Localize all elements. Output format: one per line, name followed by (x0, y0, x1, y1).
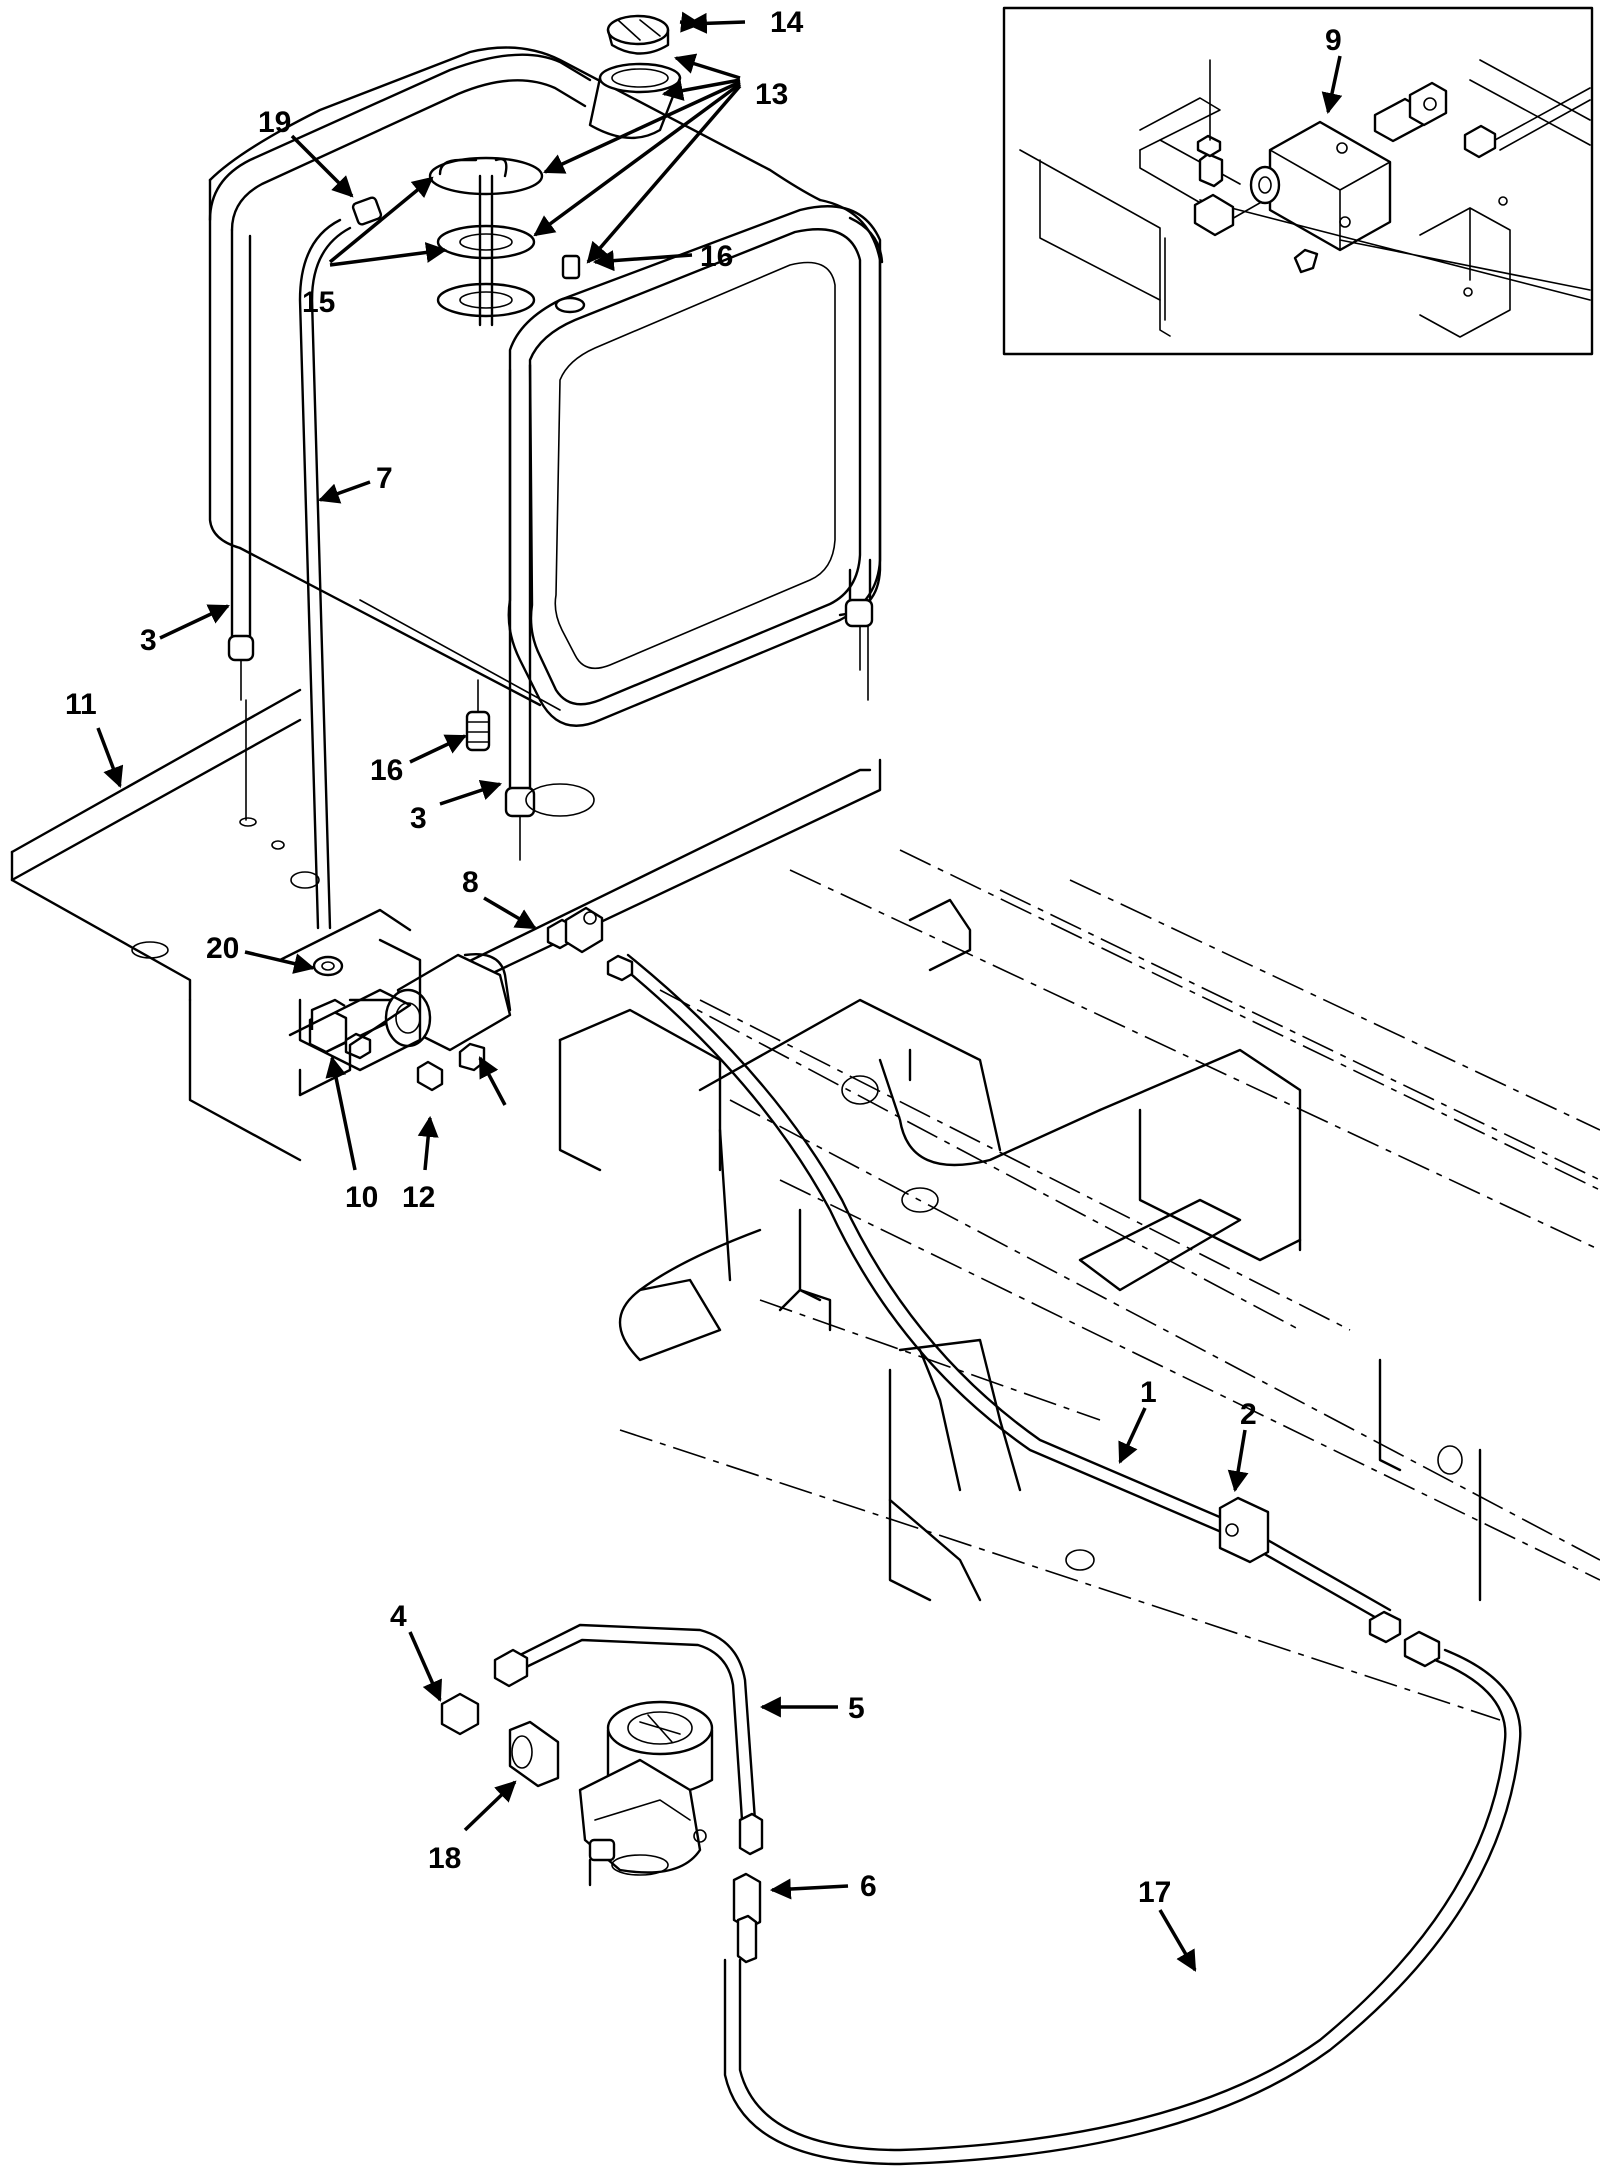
callout-13: 13 (755, 78, 788, 111)
callout-labels: 14 13 19 16 15 7 3 11 16 3 8 20 10 12 1 … (65, 6, 1257, 1909)
frame-crossmember (558, 898, 1482, 1602)
fuel-hose-17 (723, 1648, 1522, 2166)
fuel-line-7 (298, 196, 383, 930)
callout-7: 7 (376, 462, 393, 495)
callout-3-upper: 3 (140, 624, 157, 657)
line-1-fittings (1368, 1610, 1441, 1668)
fitting-6 (732, 1872, 762, 1964)
tank-clamp-16 (465, 679, 491, 752)
callout-19: 18 (428, 1842, 461, 1875)
callout-15: 15 (302, 286, 335, 319)
callout-12: 12 (402, 1181, 435, 1214)
fuel-sender-unit (428, 156, 544, 327)
callout-9-arrow (1321, 55, 1343, 115)
callout-9: 9 (1325, 24, 1342, 57)
callout-4: 4 (390, 1600, 407, 1633)
mounting-plate (10, 624, 882, 1162)
frame-rails-phantom (619, 849, 1600, 1721)
fill-neck-and-cap (588, 14, 682, 140)
callout-16-lower: 16 (370, 754, 403, 787)
callout-1: 1 (1140, 1376, 1157, 1409)
inset-detail-view: 9 (1002, 6, 1594, 356)
callout-10: 10 (345, 1181, 378, 1214)
fuel-line-1 (618, 953, 1392, 1622)
callout-18-top: 19 (258, 106, 291, 139)
fuel-tank (208, 46, 884, 711)
callout-8: 8 (462, 866, 479, 899)
fitting-8 (546, 906, 634, 982)
callout-2: 2 (1240, 1398, 1257, 1431)
callout-arrows (96, 11, 1249, 1972)
clip-18-lower (312, 955, 344, 977)
inline-fuel-filter-19 (508, 1720, 560, 1788)
carburetor (578, 1700, 714, 1887)
callout-11: 11 (65, 688, 97, 721)
callout-3-lower: 3 (410, 802, 427, 835)
callout-14: 14 (770, 6, 804, 39)
tank-strap-left (208, 53, 592, 701)
inset-border (1002, 6, 1594, 356)
callout-5: 5 (848, 1692, 865, 1725)
line-clamp-2 (1218, 1496, 1270, 1564)
elbow-fitting-4 (440, 1648, 529, 1736)
callout-18-lower: 20 (206, 932, 239, 965)
tank-bracket-plate (278, 908, 422, 1072)
inset-bracket-right (1419, 196, 1511, 338)
inset-valve-body (1249, 120, 1392, 252)
inset-fittings (1193, 59, 1591, 301)
fuel-line-5 (518, 1623, 764, 1856)
drain-plug-and-washer (554, 254, 586, 314)
callout-6: 6 (860, 1870, 877, 1903)
fuel-filter-20 (384, 953, 512, 1072)
callout-16-top: 16 (700, 240, 733, 273)
inset-bracket (1019, 97, 1301, 337)
callout-17: 17 (1138, 1876, 1171, 1909)
